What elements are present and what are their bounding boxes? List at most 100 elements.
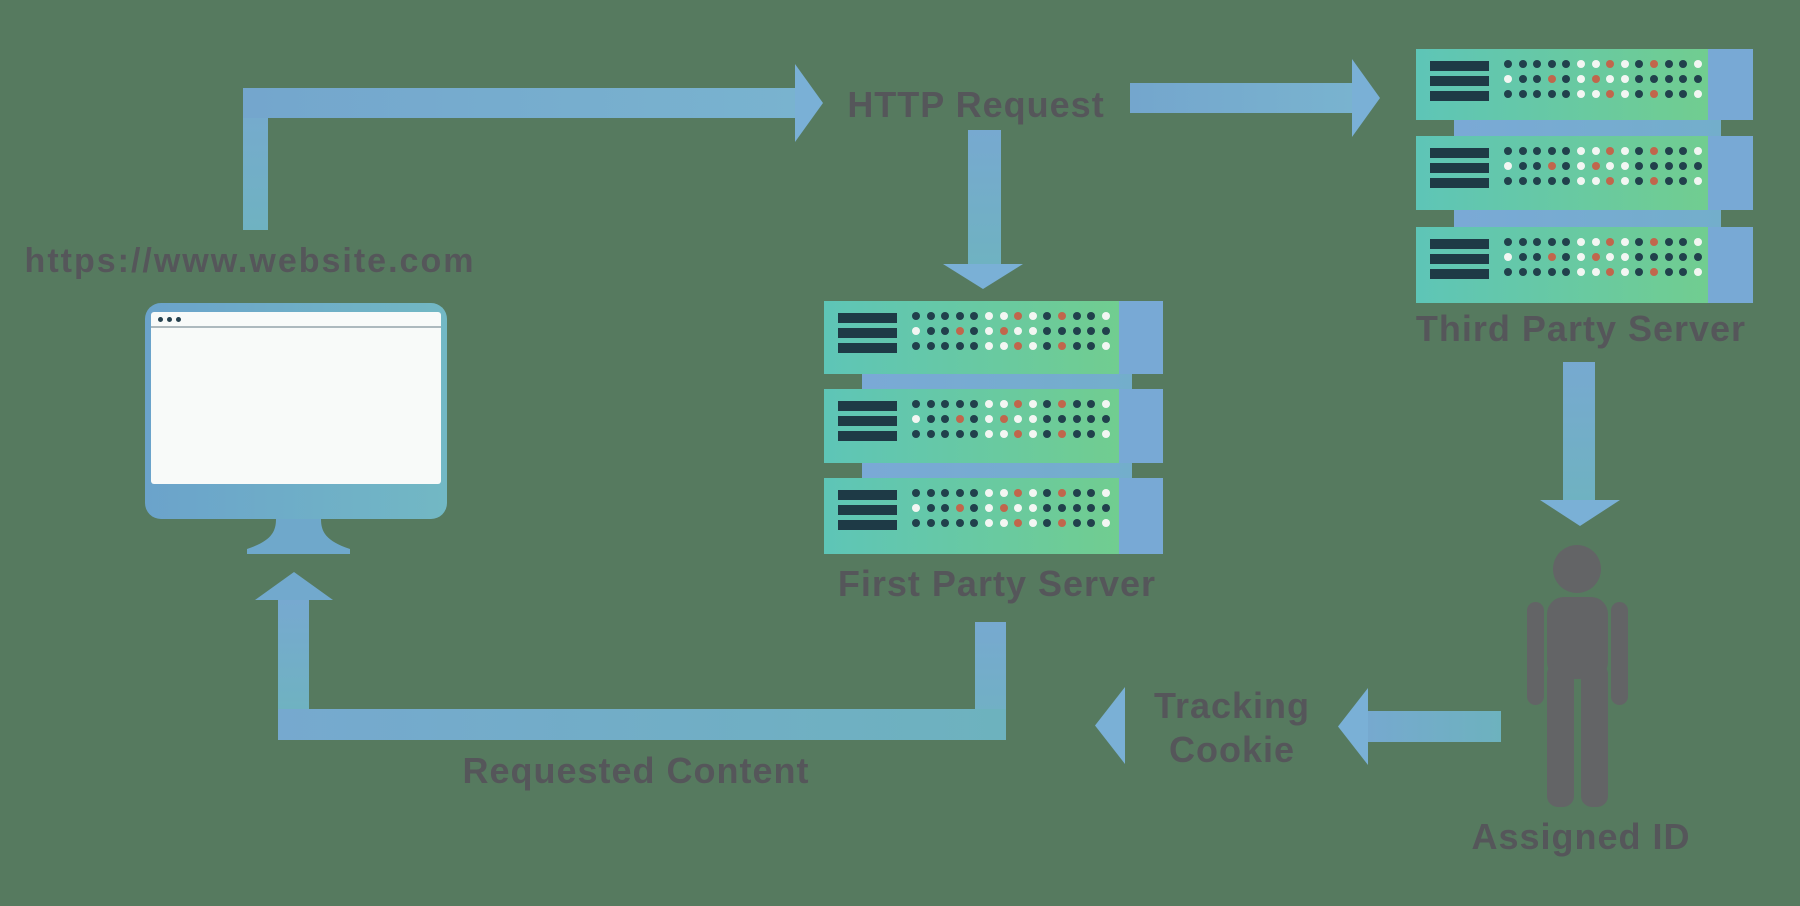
led-dot <box>1087 342 1096 350</box>
led-dot-row <box>912 489 1110 497</box>
led-dot <box>1014 415 1023 423</box>
led-dot <box>1620 268 1629 276</box>
led-dot <box>1547 162 1556 170</box>
server-led-bars <box>838 490 897 530</box>
led-dot <box>912 489 920 497</box>
led-dot <box>1101 312 1110 320</box>
led-dot <box>1504 90 1512 98</box>
led-bar <box>838 401 897 411</box>
led-dot <box>984 312 993 320</box>
led-dot <box>984 489 993 497</box>
led-dot <box>1664 147 1673 155</box>
led-dot <box>1072 342 1081 350</box>
led-dot <box>1057 489 1066 497</box>
led-dot <box>1518 147 1527 155</box>
led-dot <box>1606 162 1615 170</box>
led-dot <box>1087 430 1096 438</box>
window-dot-icon <box>158 317 163 322</box>
server-tab <box>1708 136 1753 210</box>
arrow-right-icon <box>1352 59 1380 137</box>
server-tab <box>1708 49 1753 120</box>
led-dot <box>926 342 935 350</box>
led-dot <box>1547 75 1556 83</box>
led-dot <box>1635 177 1644 185</box>
led-dot <box>1606 75 1615 83</box>
led-bar <box>1430 61 1489 71</box>
person-icon <box>1527 545 1628 807</box>
led-dot <box>1649 75 1658 83</box>
led-dot <box>1591 268 1600 276</box>
led-dot <box>1043 504 1052 512</box>
led-dot <box>1072 489 1081 497</box>
led-dot <box>955 504 964 512</box>
led-dot <box>1679 238 1688 246</box>
led-dot <box>1620 162 1629 170</box>
led-dot <box>1014 327 1023 335</box>
server-unit-icon <box>824 478 1119 554</box>
browser-window <box>151 312 441 484</box>
led-dot <box>970 504 979 512</box>
server-led-bars <box>838 313 897 353</box>
server-unit-icon <box>1416 227 1708 303</box>
led-dot <box>1562 147 1571 155</box>
led-dot <box>912 342 920 350</box>
server-led-bars <box>1430 61 1489 101</box>
browser-titlebar <box>151 312 441 328</box>
led-bar <box>1430 254 1489 264</box>
server-tab <box>1708 227 1753 303</box>
led-dot <box>1504 268 1512 276</box>
led-bar <box>1430 269 1489 279</box>
server-led-bars <box>1430 148 1489 188</box>
led-dot <box>1693 90 1702 98</box>
led-dot <box>955 519 964 527</box>
led-dot <box>970 489 979 497</box>
led-dot <box>1533 60 1542 68</box>
led-dot <box>1693 147 1702 155</box>
led-dot <box>1635 147 1644 155</box>
led-dot <box>984 342 993 350</box>
led-dot <box>1635 162 1644 170</box>
led-dot <box>1014 400 1023 408</box>
assigned-id-label: Assigned ID <box>1471 816 1691 857</box>
led-dot <box>1693 268 1702 276</box>
server-led-dots <box>1504 147 1702 185</box>
first-party-server-label: First Party Server <box>837 563 1157 604</box>
led-dot <box>1620 60 1629 68</box>
server-unit-icon <box>824 301 1119 374</box>
led-bar <box>838 490 897 500</box>
led-dot <box>1101 342 1110 350</box>
led-dot <box>1101 400 1110 408</box>
led-bar <box>838 520 897 530</box>
led-dot <box>1649 253 1658 261</box>
server-connector <box>862 463 1132 478</box>
led-dot <box>1576 177 1585 185</box>
server-led-dots <box>912 312 1110 350</box>
led-dot <box>955 327 964 335</box>
led-dot <box>1591 90 1600 98</box>
http-request-label: HTTP Request <box>847 84 1105 125</box>
led-dot <box>912 400 920 408</box>
led-dot <box>1057 400 1066 408</box>
led-dot <box>1649 60 1658 68</box>
led-dot <box>1591 75 1600 83</box>
led-dot <box>926 504 935 512</box>
led-bar <box>838 313 897 323</box>
led-dot <box>955 312 964 320</box>
led-dot <box>1562 90 1571 98</box>
led-dot <box>1518 238 1527 246</box>
led-dot-row <box>912 312 1110 320</box>
led-dot <box>999 504 1008 512</box>
led-dot <box>1679 177 1688 185</box>
led-dot <box>1087 400 1096 408</box>
led-dot <box>926 430 935 438</box>
led-dot <box>955 489 964 497</box>
led-dot <box>1101 430 1110 438</box>
led-dot <box>999 400 1008 408</box>
led-dot <box>1547 90 1556 98</box>
arrow-down-icon <box>1540 500 1620 526</box>
led-dot <box>1504 177 1512 185</box>
led-dot <box>1576 162 1585 170</box>
led-dot <box>1014 430 1023 438</box>
led-dot <box>912 327 920 335</box>
server-led-dots <box>1504 60 1702 98</box>
